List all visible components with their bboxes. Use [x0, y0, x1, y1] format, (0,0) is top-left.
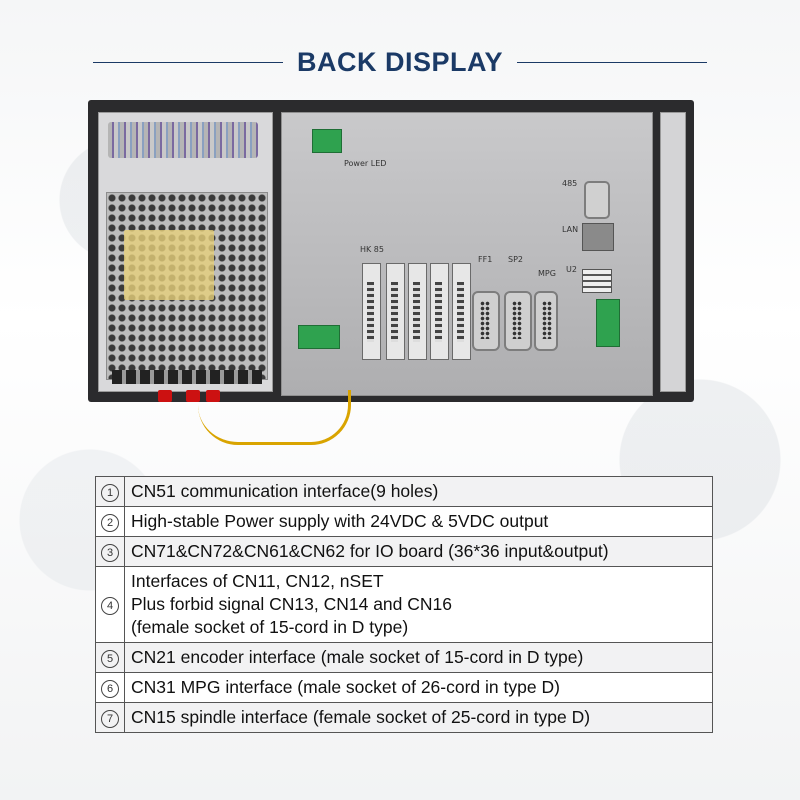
power-led-label: Power LED: [344, 159, 387, 168]
d-sub-connector: [534, 291, 558, 351]
feature-text-line: Interfaces of CN11, CN12, nSET: [131, 571, 384, 591]
table-row: 4 Interfaces of CN11, CN12, nSET Plus fo…: [95, 566, 713, 643]
title-rule-left: [92, 61, 283, 63]
table-row: 7 CN15 spindle interface (female socket …: [95, 702, 713, 733]
item-number: 1: [101, 484, 119, 502]
table-row: 2 High-stable Power supply with 24VDC & …: [95, 506, 713, 537]
device-back-photo: Power LED HK 85 FF1 SP2 MPG 485 LAN U2: [88, 100, 694, 445]
lan-label: LAN: [562, 225, 579, 234]
feature-text: CN21 encoder interface (male socket of 1…: [124, 642, 713, 673]
hk-label: HK 85: [360, 245, 384, 254]
feature-text: CN31 MPG interface (male socket of 26-co…: [124, 672, 713, 703]
item-number: 6: [101, 680, 119, 698]
feature-text-line: (female socket of 15-cord in D type): [131, 617, 409, 637]
feature-text: Interfaces of CN11, CN12, nSET Plus forb…: [124, 566, 713, 643]
table-row: 5 CN21 encoder interface (male socket of…: [95, 642, 713, 673]
input-terminal-block: [298, 325, 340, 349]
lan-port: [582, 223, 614, 251]
red-terminal: [158, 390, 172, 402]
ribbon-cable: [108, 122, 258, 158]
sp2-label: SP2: [508, 255, 523, 264]
io-connector: [362, 263, 381, 360]
power-terminal-block: [312, 129, 342, 153]
header: BACK DISPLAY: [0, 40, 800, 84]
feature-text: CN51 communication interface(9 holes): [124, 476, 713, 507]
d-sub-connector: [472, 291, 500, 351]
red-terminal: [186, 390, 200, 402]
table-row: 3 CN71&CN72&CN61&CN62 for IO board (36*3…: [95, 536, 713, 567]
spindle-terminal-block: [596, 299, 620, 347]
rs485-label: 485: [562, 179, 578, 188]
power-supply-label: [124, 230, 214, 300]
item-number: 3: [101, 544, 119, 562]
table-row: 1 CN51 communication interface(9 holes): [95, 476, 713, 507]
ff1-label: FF1: [478, 255, 493, 264]
io-connector: [386, 263, 405, 360]
right-mounting-rail: [660, 112, 686, 392]
feature-table: 1 CN51 communication interface(9 holes) …: [95, 476, 713, 733]
db9-connector: [584, 181, 610, 219]
feature-text: CN15 spindle interface (female socket of…: [124, 702, 713, 733]
table-row: 6 CN31 MPG interface (male socket of 26-…: [95, 672, 713, 703]
io-connector: [430, 263, 449, 360]
item-number: 4: [101, 597, 119, 615]
d-sub-connector: [504, 291, 532, 351]
usb-label: U2: [566, 265, 577, 274]
io-connector: [408, 263, 427, 360]
io-connector: [452, 263, 471, 360]
power-supply-terminals: [112, 370, 262, 384]
mpg-label: MPG: [538, 269, 556, 278]
feature-text: High-stable Power supply with 24VDC & 5V…: [124, 506, 713, 537]
item-number: 5: [101, 650, 119, 668]
item-number: 2: [101, 514, 119, 532]
usb-port: [582, 269, 612, 293]
title-rule-right: [517, 61, 708, 63]
power-wire: [198, 390, 351, 445]
main-board-plate: Power LED HK 85 FF1 SP2 MPG 485 LAN U2: [281, 112, 653, 396]
item-number: 7: [101, 710, 119, 728]
feature-text: CN71&CN72&CN61&CN62 for IO board (36*36 …: [124, 536, 713, 567]
feature-text-line: Plus forbid signal CN13, CN14 and CN16: [131, 594, 452, 614]
page-title: BACK DISPLAY: [296, 46, 504, 77]
